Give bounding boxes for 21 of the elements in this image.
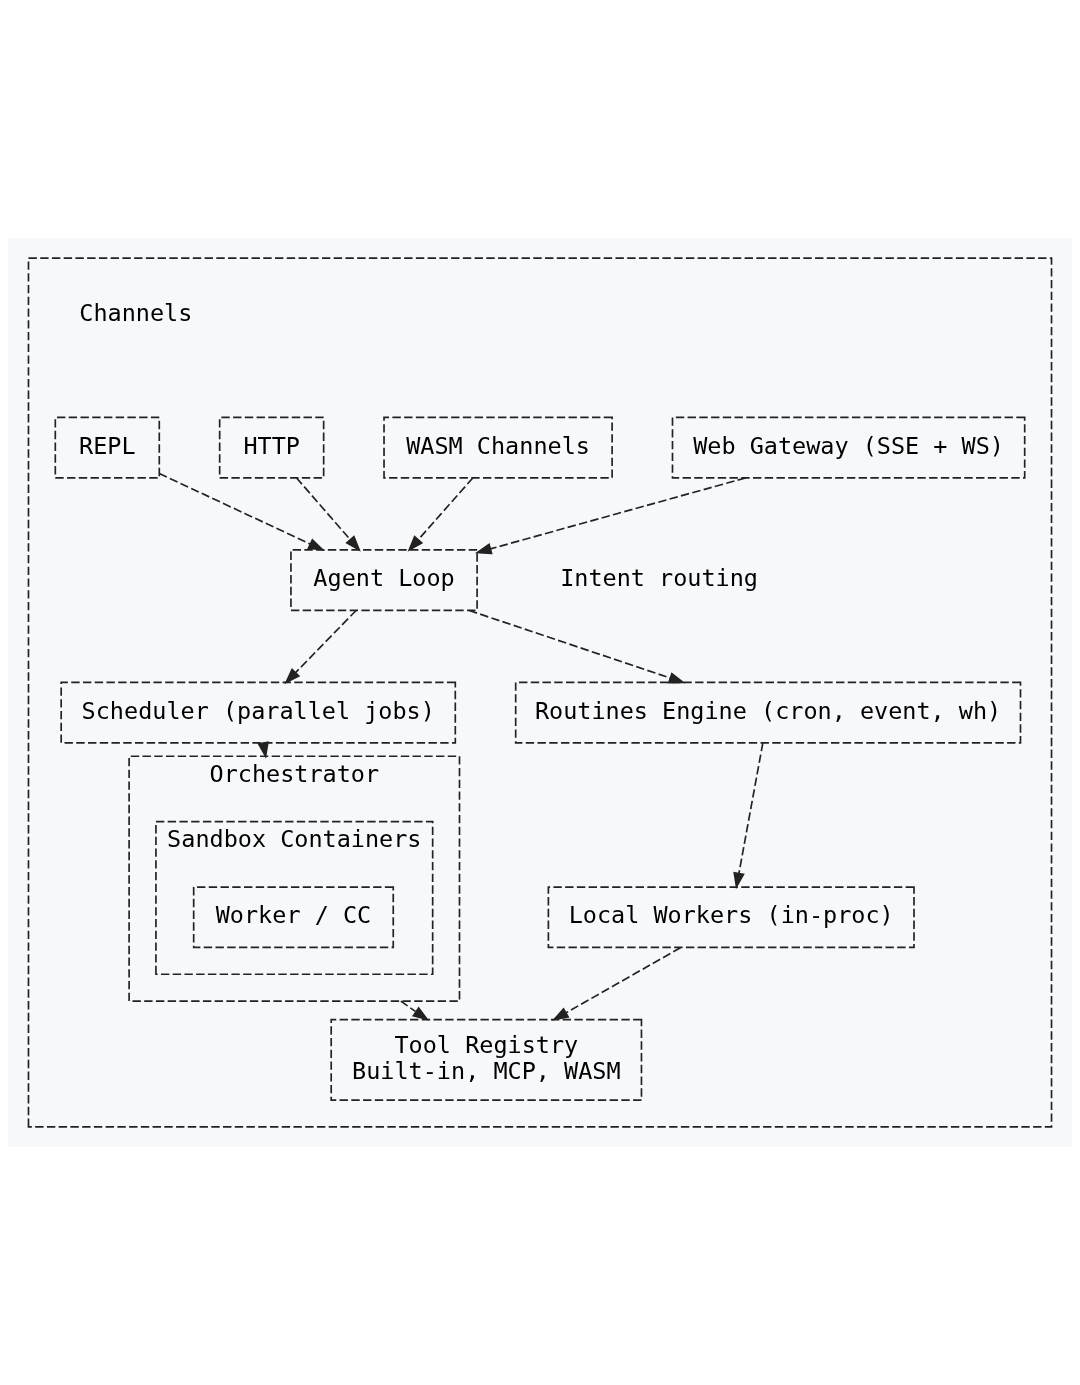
node-box: WASM Channels [383, 416, 613, 479]
node-label: Intent routing [560, 564, 758, 593]
cluster [27, 257, 1053, 1128]
arrow [158, 472, 325, 551]
node-box: Web Gateway (SSE + WS) [671, 416, 1026, 479]
node-box: Tool Registry Built-in, MCP, WASM [330, 1018, 643, 1101]
arrow [733, 742, 764, 890]
arrow [407, 477, 474, 552]
node-box: HTTP [218, 416, 325, 479]
arrow [474, 477, 747, 555]
arrow [468, 609, 686, 684]
node-box: REPL [54, 416, 161, 479]
label: Channels [79, 299, 193, 328]
node-box: Local Workers (in-proc) [547, 886, 915, 949]
node-box: Routines Engine (cron, event, wh) [514, 681, 1022, 744]
arrow [295, 477, 361, 552]
node-box: Worker / CC [192, 886, 395, 949]
arrow [552, 946, 682, 1021]
node-box: Agent Loop [290, 549, 478, 612]
arrow [399, 1000, 430, 1021]
arrow [284, 609, 357, 685]
